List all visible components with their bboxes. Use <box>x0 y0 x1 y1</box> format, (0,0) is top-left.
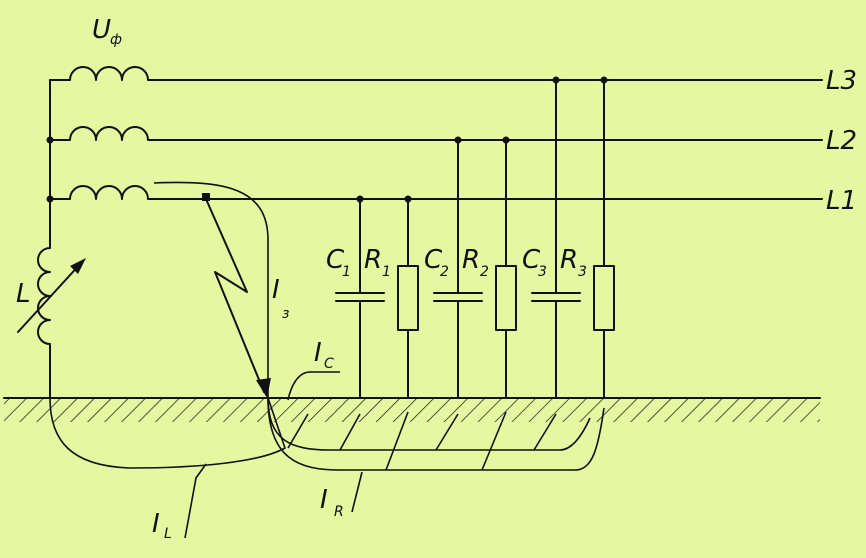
transformer-windings <box>46 66 153 249</box>
junction-neutral-l1 <box>46 195 54 203</box>
phase3-insulation <box>531 76 615 399</box>
junction-neutral-l2 <box>46 136 54 144</box>
inductor-current-path <box>49 397 286 469</box>
c2-label: C <box>424 245 443 275</box>
variable-arrow-head <box>70 258 86 274</box>
ind-current-subscript: L <box>164 526 172 542</box>
res-current-subscript: R <box>334 504 344 520</box>
return-hook-4 <box>435 413 459 451</box>
ind-current-label: I <box>152 509 160 539</box>
arc-suppression-coil <box>17 247 86 399</box>
inductor-coil <box>37 247 51 345</box>
inductor-label: L <box>16 279 31 309</box>
return-hook-3 <box>385 411 409 471</box>
ground-hatching <box>4 398 820 422</box>
fault-current-subscript: з <box>282 306 289 322</box>
u-phase-subscript: ф <box>110 32 122 48</box>
r2-resistor <box>495 265 517 331</box>
winding-l3 <box>49 66 153 81</box>
phase2-insulation <box>433 136 517 399</box>
cap-current-subscript: C <box>324 356 334 372</box>
variable-arrow <box>17 261 83 333</box>
ground-fault <box>202 193 271 398</box>
l2-label: L2 <box>826 126 857 156</box>
c1-label: C <box>326 245 345 275</box>
res-current-path <box>267 397 605 471</box>
r3-resistor <box>593 265 615 331</box>
r3-subscript: 3 <box>578 264 587 280</box>
l3-label: L3 <box>826 66 857 96</box>
fault-lightning <box>205 198 265 393</box>
r1-resistor <box>397 265 419 331</box>
r2-label: R <box>462 245 480 275</box>
fault-point <box>202 193 210 201</box>
ir-pointer <box>351 471 363 513</box>
res-current-label: I <box>320 485 328 515</box>
r2-subscript: 2 <box>480 264 489 280</box>
return-hook-2 <box>339 413 361 451</box>
return-hook-5 <box>481 411 507 471</box>
fault-current-label: I <box>272 275 280 305</box>
ic-pointer <box>287 371 340 401</box>
c3-label: C <box>522 245 541 275</box>
c3-subscript: 3 <box>538 264 547 280</box>
c1-subscript: 1 <box>342 264 351 280</box>
phase-lines <box>151 79 823 200</box>
r1-subscript: 1 <box>382 264 391 280</box>
r3-label: R <box>560 245 578 275</box>
return-hook-6 <box>533 413 557 451</box>
labels: U ф L3 L2 L1 L I з I C I R I L C 1 R 1 C… <box>16 15 857 542</box>
r1-label: R <box>364 245 382 275</box>
fault-current-loop <box>153 181 269 398</box>
ground <box>3 397 821 422</box>
c2-subscript: 2 <box>440 264 449 280</box>
il-pointer <box>184 463 207 539</box>
phase1-insulation <box>335 195 419 399</box>
winding-l1 <box>49 185 153 200</box>
return-hook-1 <box>287 413 309 449</box>
cap-current-path <box>267 397 591 451</box>
u-phase-label: U <box>92 15 111 45</box>
l1-label: L1 <box>826 186 857 216</box>
winding-l2 <box>49 126 153 141</box>
current-return-paths <box>49 371 605 539</box>
cap-current-label: I <box>314 338 322 368</box>
